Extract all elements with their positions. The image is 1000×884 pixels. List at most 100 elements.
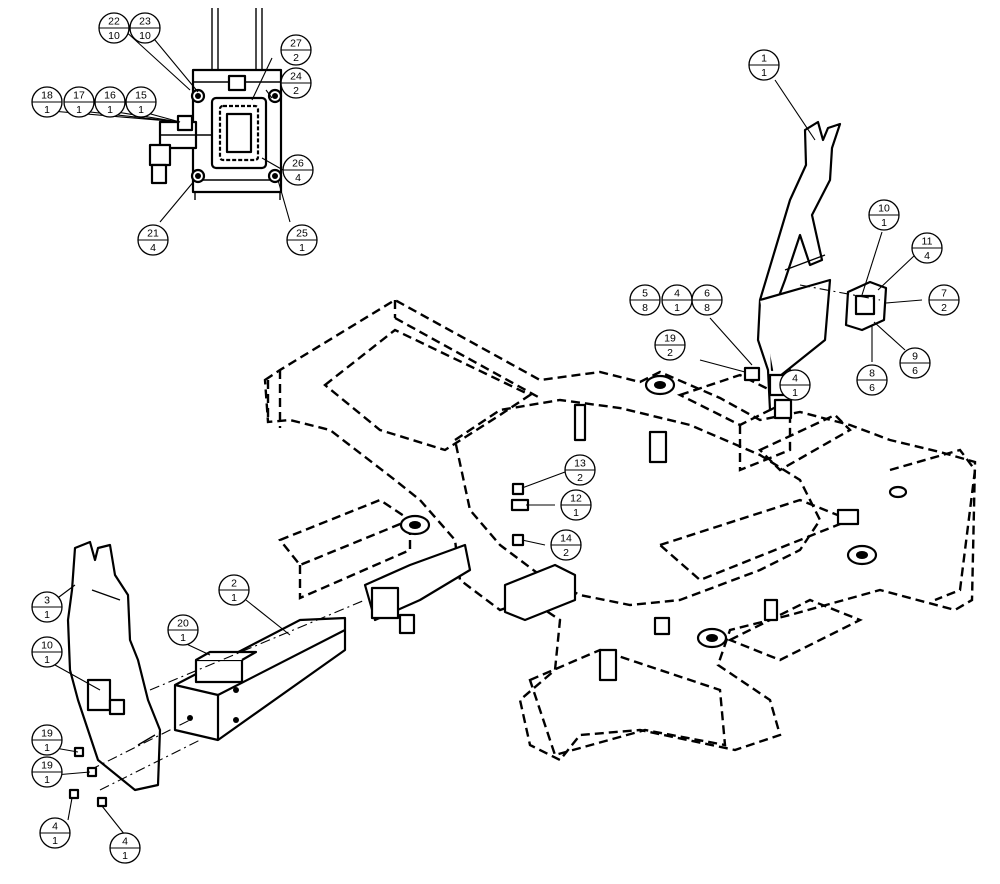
callout-item-number: 10 [41, 640, 53, 652]
callout-item-number: 4 [792, 373, 798, 385]
callout-bubble: 121 [560, 489, 592, 521]
callout-bubble: 72 [928, 284, 960, 316]
callout-quantity: 1 [76, 104, 82, 116]
callout-bubble: 11 [748, 49, 780, 81]
detail-view [148, 8, 283, 200]
callout-quantity: 1 [122, 850, 128, 862]
callout-item-number: 10 [878, 203, 890, 215]
callout-item-number: 1 [761, 53, 767, 65]
callout-item-number: 19 [664, 333, 676, 345]
callout-quantity: 1 [231, 592, 237, 604]
callout-item-number: 4 [122, 836, 128, 848]
callout-bubble: 264 [282, 154, 314, 186]
callout-bubble: 114 [911, 232, 943, 264]
callout-quantity: 2 [293, 52, 299, 64]
callout-item-number: 20 [177, 618, 189, 630]
callout-quantity: 1 [52, 835, 58, 847]
callout-quantity: 2 [577, 472, 583, 484]
callout-bubbles: 2210231027224218117116115126421425111101… [31, 12, 960, 864]
callout-item-number: 15 [135, 90, 147, 102]
callout-quantity: 1 [44, 742, 50, 754]
callout-bubble: 142 [550, 529, 582, 561]
callout-bubble: 41 [109, 832, 141, 864]
callout-item-number: 13 [574, 458, 586, 470]
callout-quantity: 1 [44, 104, 50, 116]
callout-item-number: 2 [231, 578, 237, 590]
callout-bubble: 251 [286, 224, 318, 256]
callout-quantity: 1 [674, 302, 680, 314]
callout-bubble: 68 [691, 284, 723, 316]
callout-bubble: 21 [218, 574, 250, 606]
callout-item-number: 4 [674, 288, 680, 300]
callout-item-number: 11 [922, 236, 933, 248]
callout-quantity: 2 [941, 302, 947, 314]
callout-bubble: 101 [868, 199, 900, 231]
callout-bubble: 191 [31, 756, 63, 788]
callout-item-number: 26 [292, 158, 304, 170]
callout-item-number: 25 [296, 228, 308, 240]
callout-quantity: 8 [704, 302, 710, 314]
callout-item-number: 27 [290, 38, 302, 50]
callout-quantity: 1 [180, 632, 186, 644]
callout-item-number: 22 [108, 16, 120, 28]
callout-item-number: 21 [147, 228, 159, 240]
callout-bubble: 181 [31, 86, 63, 118]
callout-bubble: 41 [661, 284, 693, 316]
callout-quantity: 1 [107, 104, 113, 116]
callout-quantity: 1 [299, 242, 305, 254]
callout-bubble: 31 [31, 591, 63, 623]
callout-quantity: 1 [44, 609, 50, 621]
callout-item-number: 23 [139, 16, 151, 28]
callout-bubble: 96 [899, 347, 931, 379]
callout-item-number: 8 [869, 368, 875, 380]
callout-quantity: 1 [44, 654, 50, 666]
callout-quantity: 1 [881, 217, 887, 229]
callout-item-number: 9 [912, 351, 918, 363]
callout-quantity: 1 [138, 104, 144, 116]
callout-quantity: 2 [293, 85, 299, 97]
callout-quantity: 1 [573, 507, 579, 519]
callout-item-number: 19 [41, 760, 53, 772]
callout-quantity: 4 [150, 242, 156, 254]
callout-item-number: 4 [52, 821, 58, 833]
callout-item-number: 16 [104, 90, 116, 102]
callout-bubble: 242 [280, 67, 312, 99]
callout-quantity: 4 [295, 172, 301, 184]
callout-bubble: 214 [137, 224, 169, 256]
callout-item-number: 19 [41, 728, 53, 740]
callout-bubble: 41 [39, 817, 71, 849]
callout-bubble: 191 [31, 724, 63, 756]
callout-quantity: 10 [108, 30, 120, 42]
left-assembly [66, 482, 577, 808]
callout-bubble: 58 [629, 284, 661, 316]
callout-quantity: 10 [139, 30, 151, 42]
callout-quantity: 6 [912, 365, 918, 377]
leader-lines [39, 27, 923, 836]
callout-item-number: 3 [44, 595, 50, 607]
main-frame [263, 298, 977, 762]
callout-item-number: 24 [290, 71, 302, 83]
callout-item-number: 18 [41, 90, 53, 102]
callout-bubble: 161 [94, 86, 126, 118]
callout-quantity: 1 [44, 774, 50, 786]
callout-quantity: 1 [792, 387, 798, 399]
callout-item-number: 14 [560, 533, 572, 545]
callout-item-number: 6 [704, 288, 710, 300]
callout-item-number: 7 [941, 288, 947, 300]
callout-bubble: 201 [167, 614, 199, 646]
callout-quantity: 2 [563, 547, 569, 559]
callout-bubble: 101 [31, 636, 63, 668]
callout-bubble: 192 [654, 329, 686, 361]
callout-bubble: 86 [856, 364, 888, 396]
right-bracket [743, 120, 888, 420]
callout-quantity: 4 [924, 250, 930, 262]
callout-item-number: 5 [642, 288, 648, 300]
callout-bubble: 41 [779, 369, 811, 401]
callout-item-number: 12 [570, 493, 582, 505]
callout-quantity: 6 [869, 382, 875, 394]
callout-bubble: 151 [125, 86, 157, 118]
